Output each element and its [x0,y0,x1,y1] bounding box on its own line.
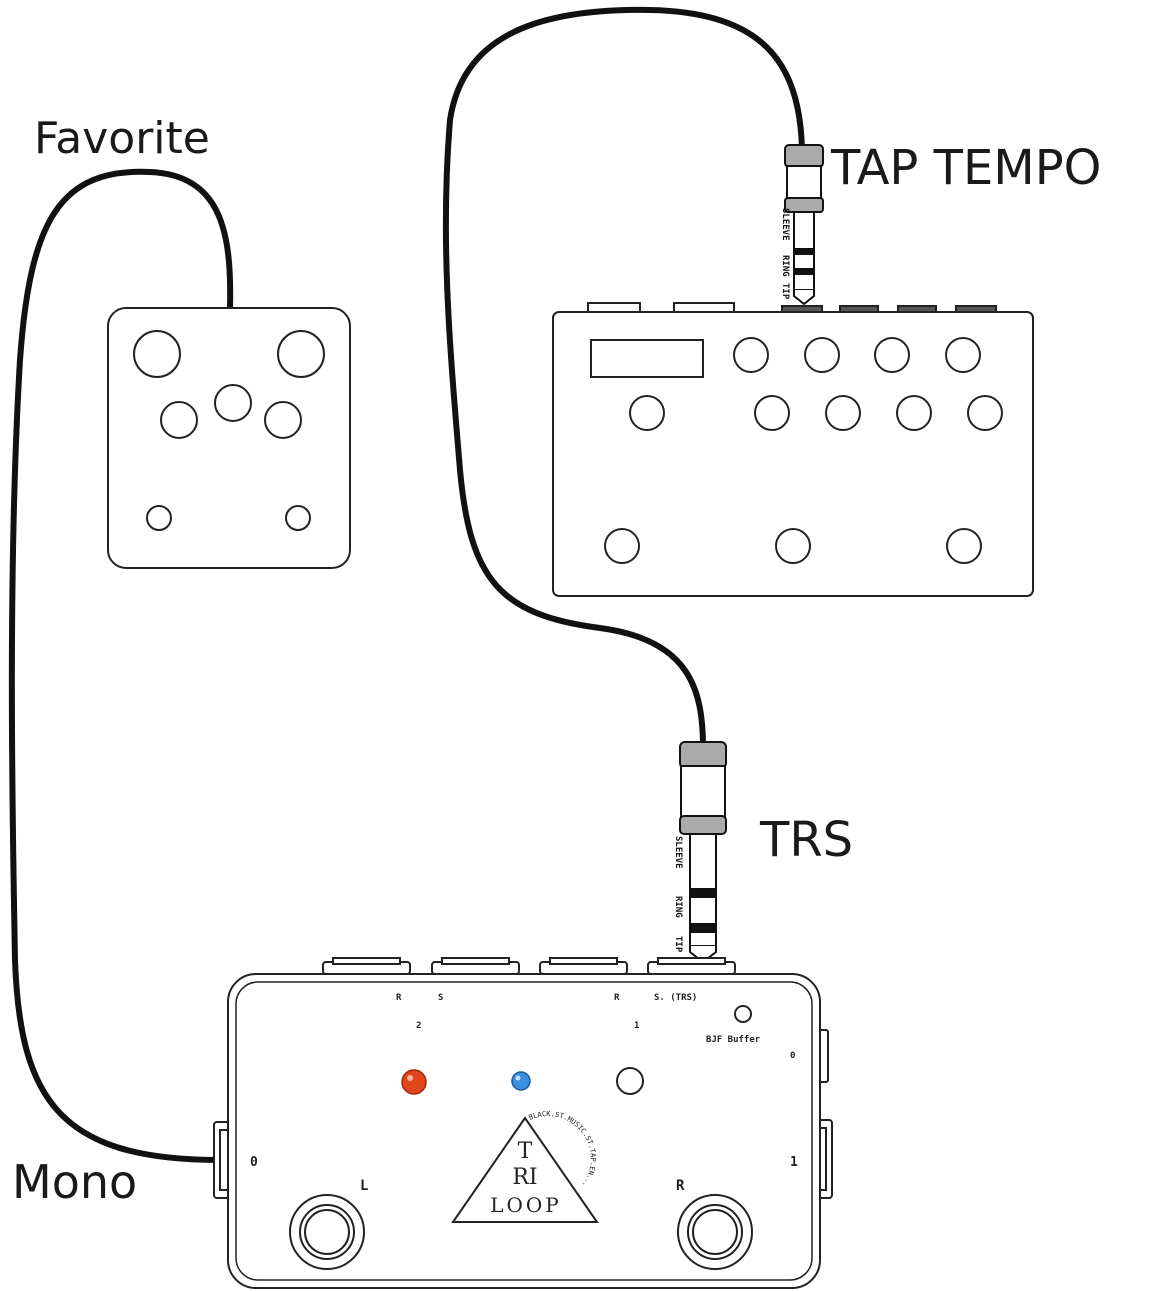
jack-label-r1: R [614,993,620,1003]
trs-ring-text: RING [673,896,683,918]
led-off [616,1067,644,1095]
mono-cable [8,168,234,1163]
trs-plug: SLEEVE RING TIP [673,741,727,964]
tap-tempo-device [552,302,1034,597]
logo-line-1: T [518,1139,533,1164]
loop-number-1: 1 [634,1021,639,1031]
led-red [401,1069,427,1095]
led-blue [511,1071,531,1091]
buffer-toggle [734,1005,752,1023]
jack-label-s2: S [438,993,443,1003]
trs-sleeve-text: SLEEVE [673,836,683,869]
favorite-label: Favorite [34,113,210,164]
footswitch-right [677,1194,753,1270]
tri-loop-pedal: R S R S. (TRS) 2 1 BJF Buffer 0 1 0 L R … [213,957,833,1289]
trs-label: TRS [759,812,853,868]
right-side-top-number: 0 [790,1051,795,1061]
tri-loop-logo [451,1116,599,1223]
jack-label-r2: R [396,993,402,1003]
trs-cable [442,6,805,751]
tap-tip-text: TIP [780,283,790,300]
tap-tempo-plug: SLEEVE RING TIP [780,144,824,306]
left-side-number: 0 [250,1155,258,1170]
buffer-label: BJF Buffer [706,1035,761,1045]
switch-label-l: L [360,1178,368,1194]
tap-sleeve-text: SLEEVE [780,208,790,241]
jack-label-s1-trs: S. (TRS) [654,993,697,1003]
mono-label: Mono [12,1155,137,1209]
tap-tempo-label: TAP TEMPO [830,140,1101,196]
logo-line-2: RI [512,1165,537,1190]
footswitch-left [289,1194,365,1270]
right-side-bottom-number: 1 [790,1155,798,1170]
loop-number-2: 2 [416,1021,421,1031]
favorite-pedal [107,307,351,569]
trs-tip-text: TIP [673,936,683,953]
tap-ring-text: RING [780,255,790,277]
logo-line-3: LOOP [490,1193,562,1217]
switch-label-r: R [676,1178,685,1194]
